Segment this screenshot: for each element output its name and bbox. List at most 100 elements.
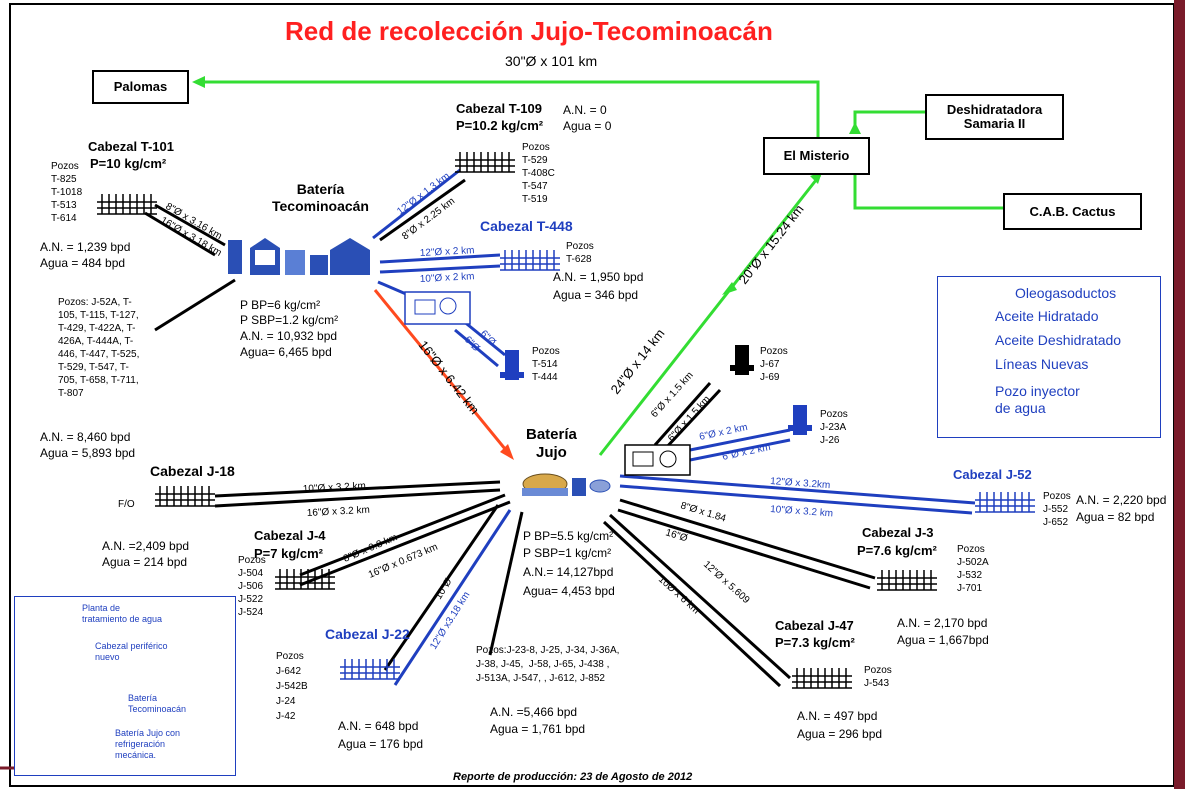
cabezal-t109-name: Cabezal T-109 (456, 101, 542, 116)
cabezal-j52-agua: Agua = 82 bpd (1076, 510, 1155, 524)
cabezal-t109-agua: Agua = 0 (563, 119, 612, 133)
cabezal-j18-icon (155, 486, 215, 507)
jujo-misc-pozos: Pozos:J-23-8, J-25, J-34, J-36A, J-38, J… (476, 645, 620, 684)
cabezal-j52-an: A.N. = 2,220 bpd (1076, 493, 1167, 507)
cabezal-j4-icon (275, 569, 335, 590)
cabezal-j47-pozos: Pozos J-543 (864, 665, 892, 689)
node-deshidratadora: Deshidratadora Samaria II (925, 94, 1064, 140)
teco-agua: Agua= 6,465 bpd (240, 345, 332, 359)
cabezal-t448-name: Cabezal T-448 (480, 218, 573, 234)
cabezal-j4-pozos: Pozos J-504 J-506 J-522 J-524 (238, 555, 266, 618)
cabezal-t101-pressure: P=10 kg/cm² (90, 156, 167, 171)
pipe-label-j18-a: 10"Ø x 3.2 km (303, 481, 367, 495)
cabezal-j18-agua: Agua = 214 bpd (102, 555, 188, 569)
label-bateria-tecominoacan: Batería Tecominoacán (272, 181, 369, 214)
pipe-label-jujo-misterio: 24"Ø x 14 km (608, 326, 668, 397)
cabezal-j18-fo: F/O (118, 499, 135, 510)
teco-pbp: P BP=6 kg/cm² (240, 298, 321, 312)
legend-aceite-hidratado: Aceite Hidratado (995, 308, 1099, 324)
cabezal-j4-name: Cabezal J-4 (254, 528, 326, 543)
footer-report-date: Reporte de producción: 23 de Agosto de 2… (453, 771, 693, 783)
cabezal-j4-pressure: P=7 kg/cm² (254, 546, 324, 561)
oleogasoductos (144, 178, 876, 688)
cabezal-t448-an: A.N. = 1,950 bpd (553, 270, 644, 284)
symbol-legend (14, 596, 236, 776)
j67-pozos: Pozos J-67 J-69 (760, 346, 788, 383)
jujo-psbp: P SBP=1 kg/cm² (523, 546, 612, 560)
legend-aceite-deshidratado: Aceite Deshidratado (995, 332, 1122, 348)
pozo-inyector-icons (500, 350, 812, 435)
planta-tratamiento-jujo-icon (624, 444, 691, 476)
symbol-legend-cabezal: Cabezal periférico nuevo (95, 641, 168, 662)
diagram-title: Red de recolección Jujo-Tecominoacán (285, 16, 773, 46)
legend-lineas-nuevas: Líneas Nuevas (995, 356, 1089, 372)
teco-an: A.N. = 10,932 bpd (240, 329, 338, 343)
cabezal-j47-an: A.N. = 497 bpd (797, 709, 878, 723)
node-cab-cactus: C.A.B. Cactus (1003, 193, 1142, 230)
jujo-pbp: P BP=5.5 kg/cm² (523, 529, 614, 543)
teco-psbp: P SBP=1.2 kg/cm² (240, 313, 339, 327)
cabezal-t109-pressure: P=10.2 kg/cm² (456, 118, 544, 133)
cabezal-t109-an: A.N. = 0 (563, 103, 607, 117)
cabezal-t448-agua: Agua = 346 bpd (553, 288, 639, 302)
pipe-label-j47-b: 10Ø x 6 km (656, 574, 701, 616)
cabezal-t101-icon (97, 194, 157, 215)
cabezal-t101-agua: Agua = 484 bpd (40, 256, 126, 270)
pipe-label-t448-b: 10"Ø x 2 km (420, 271, 475, 285)
cabezal-j47-icon (792, 668, 852, 689)
cabezal-j3-an: A.N. = 2,170 bpd (897, 616, 988, 630)
bateria-tecominoacan-icon (228, 238, 370, 275)
cabezal-t109-pozos: Pozos T-529 T-408C T-547 T-519 (522, 142, 555, 205)
legend-oleogasoductos: Oleogasoductos (1015, 285, 1117, 301)
cabezal-j47-name: Cabezal J-47 (775, 618, 854, 633)
cabezal-j3-name: Cabezal J-3 (862, 525, 934, 540)
j23-pozos: Pozos J-23A J-26 (820, 409, 848, 446)
cabezal-t101-pozos: Pozos T-825 T-1018 T-513 T-614 (51, 161, 83, 224)
new-lines (372, 168, 976, 686)
pipe-label-t448-a: 12"Ø x 2 km (420, 245, 475, 259)
pipe-label-inj-d: 6"Ø x 2 km (721, 442, 771, 463)
cabezal-t109-icon (455, 152, 515, 173)
line-legend (937, 276, 1161, 438)
cabezal-j52-pozos: Pozos J-552 J-652 (1043, 491, 1071, 528)
cabezal-j3-pozos: Pozos J-502A J-532 J-701 (957, 544, 989, 594)
t514-pozos: Pozos T-514 T-444 (532, 346, 560, 383)
cabezal-t448-pozos: Pozos T-628 (566, 241, 594, 265)
dehydrated-lines (195, 80, 1005, 456)
pipe-label-j18-b: 16"Ø x 3.2 km (307, 505, 371, 519)
node-palomas: Palomas (92, 70, 189, 104)
pipe-label-palomas: 30"Ø x 101 km (505, 53, 598, 69)
pipe-label-j52-a: 12"Ø x 3.2km (770, 476, 831, 491)
cabezal-j22-pozos: Pozos J-642 J-542B J-24 J-42 (276, 651, 308, 722)
label-bateria-jujo: Batería Jujo (526, 426, 577, 461)
legend-pozo-inyector: Pozo inyector de agua (995, 383, 1080, 416)
pipe-label-misterio-teco: 20"Ø x 15.24 km (736, 202, 807, 287)
bateria-jujo-icon (522, 473, 611, 496)
teco-misc-agua: Agua = 5,893 bpd (40, 446, 136, 460)
cabezal-j22-icon (340, 659, 400, 680)
cabezal-j52-name: Cabezal J-52 (953, 467, 1032, 482)
symbol-legend-plant: Planta de tratamiento de agua (82, 603, 163, 624)
cabezal-j3-agua: Agua = 1,667bpd (897, 633, 989, 647)
teco-misc-pozos: Pozos: J-52A, T- 105, T-115, T-127, T-42… (58, 297, 140, 399)
cabezal-t101-an: A.N. = 1,239 bpd (40, 240, 131, 254)
cabezal-t448-icon (500, 250, 560, 271)
cabezal-j22-agua: Agua = 176 bpd (338, 737, 424, 751)
cabezal-j3-pressure: P=7.6 kg/cm² (857, 543, 937, 558)
side-band (1174, 0, 1185, 789)
cabezal-j18-an: A.N. =2,409 bpd (102, 539, 190, 553)
pipe-label-j52-b: 10"Ø x 3.2 km (770, 504, 834, 519)
cabezal-j3-icon (877, 570, 937, 591)
jujo-agua: Agua= 4,453 bpd (523, 584, 615, 598)
cabezal-j47-pressure: P=7.3 kg/cm² (775, 635, 855, 650)
cabezal-t101-name: Cabezal T-101 (88, 139, 174, 154)
pipe-label-j47-a: 12"Ø x 5.609 (701, 559, 752, 606)
jujo-misc-an: A.N. =5,466 bpd (490, 705, 578, 719)
node-el-misterio: El Misterio (763, 137, 870, 175)
cabezal-j47-agua: Agua = 296 bpd (797, 727, 883, 741)
jujo-misc-agua: Agua = 1,761 bpd (490, 722, 586, 736)
planta-tratamiento-teco-icon (404, 291, 471, 325)
cabezal-j52-icon (975, 492, 1035, 513)
jujo-an: A.N.= 14,127bpd (523, 565, 614, 579)
symbol-legend-bateria-teco: Batería Tecominoacán (128, 693, 187, 714)
